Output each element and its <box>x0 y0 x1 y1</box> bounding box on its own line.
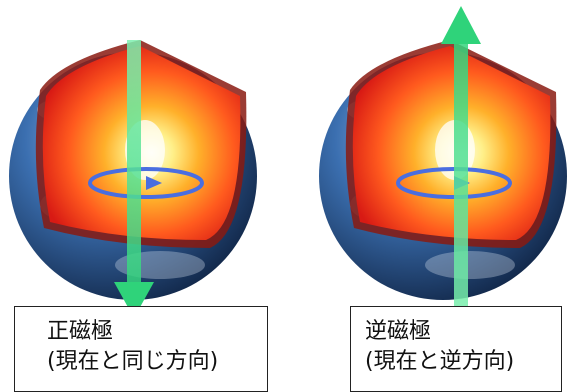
rotation-arrow <box>88 167 204 199</box>
cutaway-core <box>345 40 557 248</box>
earth-globe-normal <box>9 40 257 318</box>
normal-polarity-panel: 正磁極 (現在と同じ方向) <box>0 0 287 392</box>
earth-globe-reversed <box>319 6 567 330</box>
cutaway-core <box>35 40 247 248</box>
caption-title: 逆磁極 <box>365 319 432 344</box>
caption-subtitle: (現在と同じ方向) <box>47 349 219 374</box>
magnetic-field-arrow-up <box>441 6 481 330</box>
reversed-polarity-panel: 逆磁極 (現在と逆方向) <box>288 0 575 392</box>
reversed-polarity-caption: 逆磁極 (現在と逆方向) <box>350 306 562 392</box>
normal-polarity-caption: 正磁極 (現在と同じ方向) <box>14 306 268 392</box>
magnetic-field-arrow-down <box>114 40 154 318</box>
caption-subtitle: (現在と逆方向) <box>365 349 515 374</box>
caption-title: 正磁極 <box>47 319 114 344</box>
